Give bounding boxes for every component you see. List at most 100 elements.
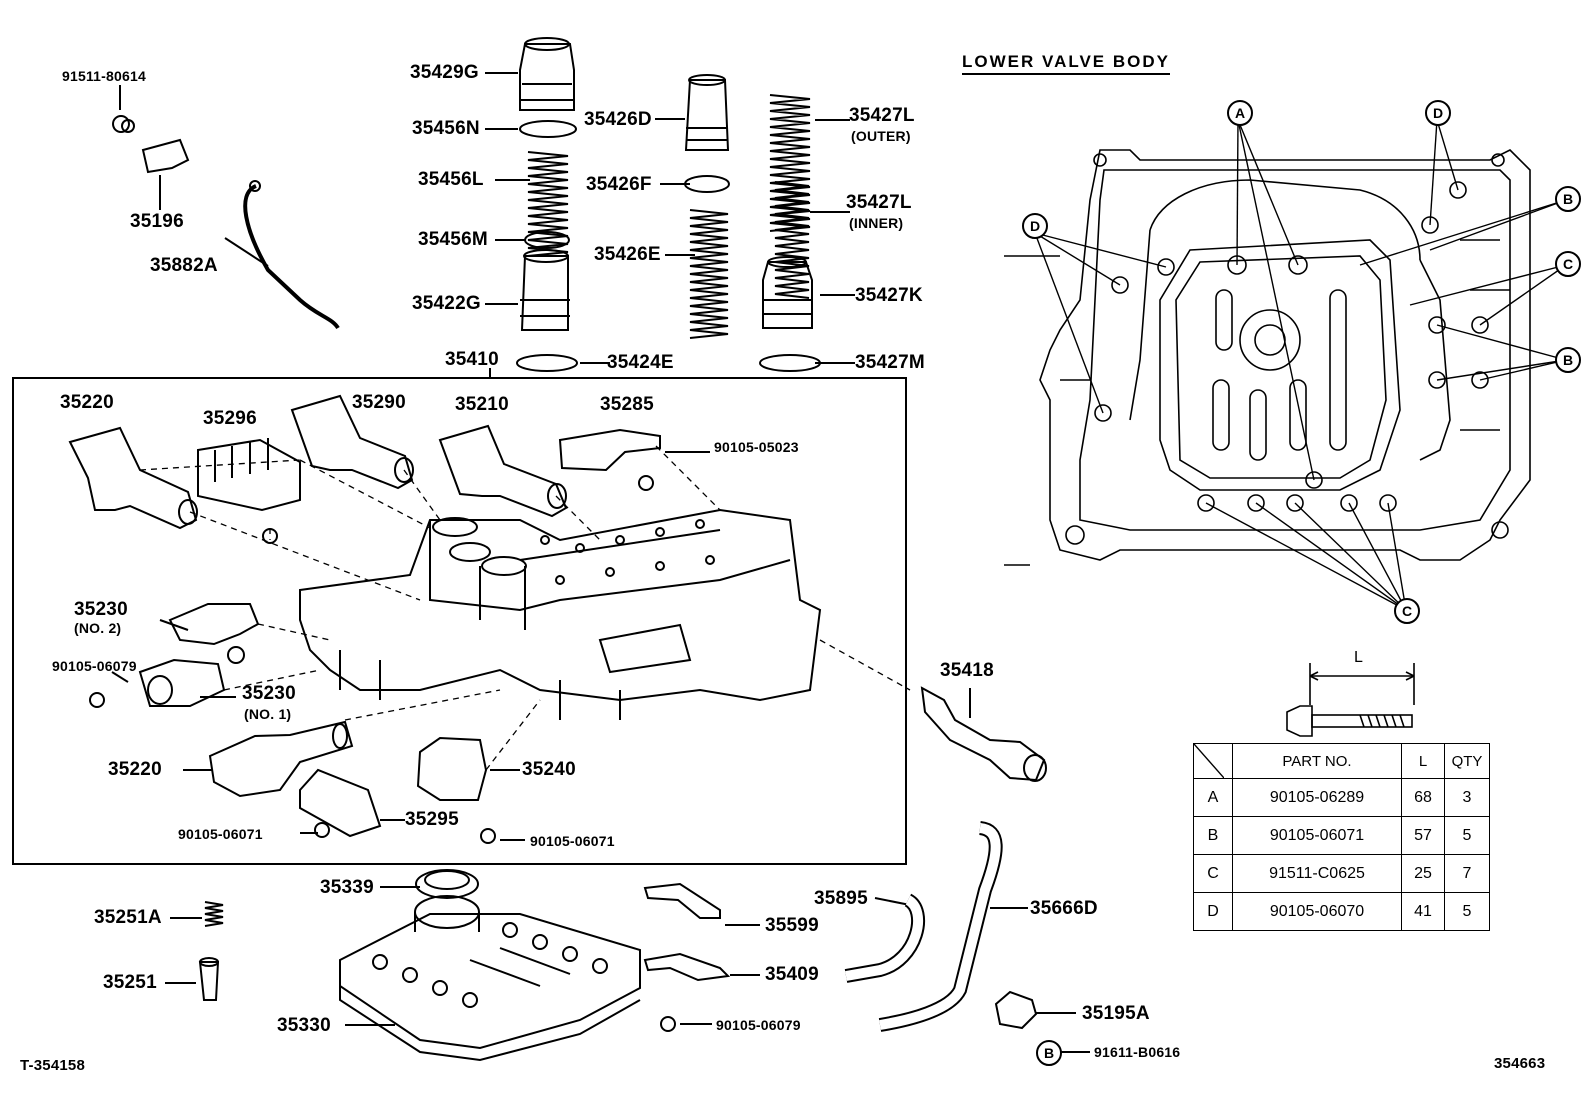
row-qty: 5 <box>1444 816 1490 855</box>
valve-body-block <box>299 508 822 720</box>
oil-strainer-35330 <box>339 895 641 1062</box>
part-label-35220-bottom: 35220 <box>108 759 162 780</box>
header-qty: QTY <box>1444 743 1490 779</box>
part-label-35285: 35285 <box>600 394 654 415</box>
part-label-35424E: 35424E <box>607 352 674 373</box>
row-part-no: 90105-06071 <box>1232 816 1402 855</box>
part-label-35409: 35409 <box>765 964 819 985</box>
part-label-35882A: 35882A <box>150 255 218 276</box>
part-label-90105-06071-b: 90105-06071 <box>530 833 615 849</box>
part-label-90105-06079-b: 90105-06079 <box>716 1017 801 1033</box>
part-note-outer: (OUTER) <box>851 128 911 144</box>
footer-right-code: 354663 <box>1494 1055 1546 1072</box>
part-label-90105-06079-a: 90105-06079 <box>52 658 137 674</box>
solenoid-35240 <box>416 736 496 844</box>
part-label-35429G: 35429G <box>410 62 479 83</box>
part-label-35427K: 35427K <box>855 285 923 306</box>
part-label-35422G: 35422G <box>412 293 481 314</box>
part-label-35895: 35895 <box>814 888 868 909</box>
part-label-35426F: 35426F <box>586 174 652 195</box>
part-label-90105-05023: 90105-05023 <box>714 439 799 455</box>
row-key: B <box>1193 816 1233 855</box>
callout-bubble-a: A <box>1227 100 1253 126</box>
part-label-35330: 35330 <box>277 1015 331 1036</box>
callout-bubble-d-top: D <box>1425 100 1451 126</box>
part-label-35230-no2: 35230 <box>74 599 128 620</box>
bolt-table: PART NO. L QTY A 90105-06289 68 3 B 9010… <box>1193 743 1490 931</box>
row-qty: 3 <box>1444 778 1490 817</box>
header-l: L <box>1401 743 1445 779</box>
part-label-35290: 35290 <box>352 392 406 413</box>
solenoid-35210 <box>438 424 568 518</box>
bolt-table-header: PART NO. L QTY <box>1193 743 1490 779</box>
row-part-no: 90105-06289 <box>1232 778 1402 817</box>
section-title: LOWER VALVE BODY <box>962 52 1170 75</box>
table-row: A 90105-06289 68 3 <box>1193 778 1490 817</box>
part-label-35295: 35295 <box>405 809 459 830</box>
solenoid-35230-no2 <box>168 603 260 664</box>
bolt-dimension <box>1286 663 1415 737</box>
table-row: B 90105-06071 57 5 <box>1193 816 1490 855</box>
part-label-35599: 35599 <box>765 915 819 936</box>
part-label-35426D: 35426D <box>584 109 652 130</box>
table-row: C 91511-C0625 25 7 <box>1193 854 1490 893</box>
row-l: 57 <box>1401 816 1445 855</box>
part-label-35210: 35210 <box>455 394 509 415</box>
part-note-no2: (NO. 2) <box>74 620 122 636</box>
part-label-35427L-outer: 35427L <box>849 105 915 126</box>
part-label-35240: 35240 <box>522 759 576 780</box>
callout-bubble-c-bottom: C <box>1394 598 1420 624</box>
part-label-35427L-inner: 35427L <box>846 192 912 213</box>
part-note-inner: (INNER) <box>849 215 904 231</box>
assembly-frame <box>12 377 907 865</box>
part-label-35251A: 35251A <box>94 907 162 928</box>
part-label-35195A: 35195A <box>1082 1003 1150 1024</box>
row-key: D <box>1193 892 1233 931</box>
lower-valve-body-view <box>1004 149 1531 566</box>
part-label-35666D: 35666D <box>1030 898 1098 919</box>
solenoid-35290 <box>290 394 414 490</box>
row-key: A <box>1193 778 1233 817</box>
part-label-35251: 35251 <box>103 972 157 993</box>
part-label-90105-06071-a: 90105-06071 <box>178 826 263 842</box>
row-key: C <box>1193 854 1233 893</box>
footer-left-code: T-354158 <box>20 1057 85 1074</box>
callout-bubble-b-mid: B <box>1555 347 1581 373</box>
part-label-35339: 35339 <box>320 877 374 898</box>
part-label-35410: 35410 <box>445 349 499 370</box>
part-label-35456L: 35456L <box>418 169 484 190</box>
part-label-35427M: 35427M <box>855 352 925 373</box>
row-l: 41 <box>1401 892 1445 931</box>
part-label-35220-top: 35220 <box>60 392 114 413</box>
bolt-length-label: L <box>1354 649 1364 666</box>
callout-bubble-b-bottom: B <box>1036 1040 1062 1066</box>
part-label-91611-B0616: 91611-B0616 <box>1094 1044 1181 1060</box>
bracket-35285 <box>558 428 661 491</box>
part-label-35230-no1: 35230 <box>242 683 296 704</box>
row-qty: 7 <box>1444 854 1490 893</box>
part-note-no1: (NO. 1) <box>244 706 292 722</box>
diagonal-line <box>1194 744 1224 778</box>
part-label-35456M: 35456M <box>418 229 488 250</box>
callout-bubble-d-left: D <box>1022 213 1048 239</box>
part-label-35418: 35418 <box>940 660 994 681</box>
part-label-35426E: 35426E <box>594 244 661 265</box>
row-qty: 5 <box>1444 892 1490 931</box>
part-label-35296: 35296 <box>203 408 257 429</box>
row-part-no: 90105-06070 <box>1232 892 1402 931</box>
table-corner-cell <box>1193 743 1233 779</box>
table-row: D 90105-06070 41 5 <box>1193 892 1490 931</box>
part-label-35456N: 35456N <box>412 118 480 139</box>
part-label-91511-80614: 91511-80614 <box>62 68 146 84</box>
solenoid-35220-top <box>68 426 198 530</box>
row-part-no: 91511-C0625 <box>1232 854 1402 893</box>
header-part-no: PART NO. <box>1232 743 1402 779</box>
part-label-35196: 35196 <box>130 211 184 232</box>
callout-bubble-c-right: C <box>1555 251 1581 277</box>
callout-bubble-b-top: B <box>1555 186 1581 212</box>
row-l: 68 <box>1401 778 1445 817</box>
bracket-35296 <box>197 438 301 544</box>
row-l: 25 <box>1401 854 1445 893</box>
